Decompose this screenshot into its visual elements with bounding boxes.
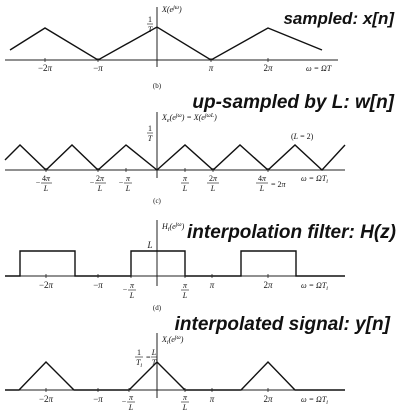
spectrum-line (4, 144, 346, 171)
tick-label: π (209, 63, 214, 73)
svg-text:π: π (130, 281, 135, 290)
svg-text:L: L (128, 403, 134, 412)
tick-marks (45, 274, 269, 278)
svg-text:L: L (182, 184, 188, 193)
spectrum-line (5, 360, 345, 391)
tick-label: 2π (263, 280, 273, 290)
tick-label: π − L (122, 393, 135, 412)
xaxis-label-interpolated: ω = ΩTi (301, 395, 328, 406)
spectrum-line (9, 26, 323, 61)
title-sampled: sampled: x[n] (283, 9, 395, 28)
tick-label: π L (181, 281, 189, 300)
tick-marks (45, 388, 269, 392)
tick-label: 4π L = 2π (256, 174, 287, 193)
caption-d: (d) (153, 304, 162, 312)
tick-label: 2π − L (90, 174, 106, 193)
tick-label: −π (93, 280, 103, 290)
title-interpolation-filter: interpolation filter: H(z) (187, 222, 396, 243)
svg-text:−: − (36, 178, 41, 187)
svg-text:L: L (210, 184, 216, 193)
svg-text:2π: 2π (96, 174, 105, 183)
panel-upsampled: up-sampled by L: w[n] Xe(ejω) = X(ejωL) … (4, 92, 395, 205)
svg-text:−: − (119, 178, 124, 187)
panel-sampled: sampled: x[n] X(ejω) 1 T −2π −π π 2π ω =… (5, 5, 395, 90)
svg-text:π: π (183, 174, 188, 183)
tick-marks (44, 58, 269, 62)
svg-text:2π: 2π (209, 174, 218, 183)
svg-text:T: T (152, 358, 157, 367)
caption-b: (b) (153, 82, 162, 90)
tick-label: π − L (123, 281, 136, 300)
tick-label: −2π (38, 63, 53, 73)
svg-text:L: L (125, 184, 131, 193)
panel-interpolation-filter: interpolation filter: H(z) Hi(ejω) L −2π… (5, 220, 396, 312)
svg-text:L: L (259, 184, 265, 193)
svg-text:4π: 4π (258, 174, 267, 183)
svg-text:1: 1 (137, 348, 141, 357)
svg-text:L: L (182, 291, 188, 300)
svg-text:π: π (183, 393, 188, 402)
tick-label: 2π (263, 63, 273, 73)
tick-label: 2π (263, 394, 273, 404)
svg-text:T: T (148, 134, 153, 143)
peak-label-interpolated: 1 Ti = L T (135, 348, 157, 369)
caption-c: (c) (153, 197, 161, 205)
svg-text:L: L (151, 348, 157, 357)
note-upsampling-factor: (L = 2) (291, 132, 314, 141)
peak-label-sampled: 1 (148, 15, 152, 24)
tick-label: 4π − L (36, 174, 52, 193)
svg-text:L: L (97, 184, 103, 193)
svg-text:L: L (129, 291, 135, 300)
tick-label: π (210, 280, 215, 290)
svg-text:L: L (182, 403, 188, 412)
peak-label-upsampled: 1 (148, 124, 152, 133)
svg-text:−: − (122, 397, 127, 406)
svg-text:π: π (129, 393, 134, 402)
filter-response-line (5, 250, 345, 277)
svg-text:π: π (126, 174, 131, 183)
xaxis-label-sampled: ω = ΩT (306, 64, 332, 73)
tick-label: −π (93, 63, 103, 73)
svg-text:4π: 4π (42, 174, 51, 183)
svg-text:=: = (146, 353, 151, 362)
peak-label-filter: L (146, 240, 152, 250)
svg-text:−: − (90, 178, 95, 187)
xaxis-label-filter: ω = ΩTi (301, 281, 328, 292)
panel-interpolated: interpolated signal: y[n] Xi(ejω) 1 Ti =… (5, 314, 391, 412)
tick-label: π (210, 394, 215, 404)
svg-text:Ti: Ti (136, 358, 142, 369)
ylabel-filter: Hi(ejω) (161, 222, 185, 233)
tick-label: π L (181, 174, 189, 193)
tick-label: 2π L (207, 174, 219, 193)
svg-text:π: π (183, 281, 188, 290)
svg-text:L: L (43, 184, 49, 193)
svg-text:= 2π: = 2π (271, 180, 287, 189)
ylabel-upsampled: Xe(ejω) = X(ejωL) (161, 113, 217, 124)
title-upsampled: up-sampled by L: w[n] (192, 92, 394, 113)
tick-label: −2π (39, 394, 54, 404)
ylabel-sampled: X(ejω) (161, 5, 182, 14)
tick-label: π L (181, 393, 189, 412)
xaxis-label-upsampled: ω = ΩTi (301, 174, 328, 185)
tick-label: π − L (119, 174, 132, 193)
tick-marks (45, 168, 269, 172)
title-interpolated: interpolated signal: y[n] (175, 314, 391, 335)
tick-label: −π (93, 394, 103, 404)
svg-text:−: − (123, 285, 128, 294)
ylabel-interpolated: Xi(ejω) (161, 335, 184, 346)
tick-label: −2π (39, 280, 54, 290)
svg-text:T: T (148, 25, 153, 34)
